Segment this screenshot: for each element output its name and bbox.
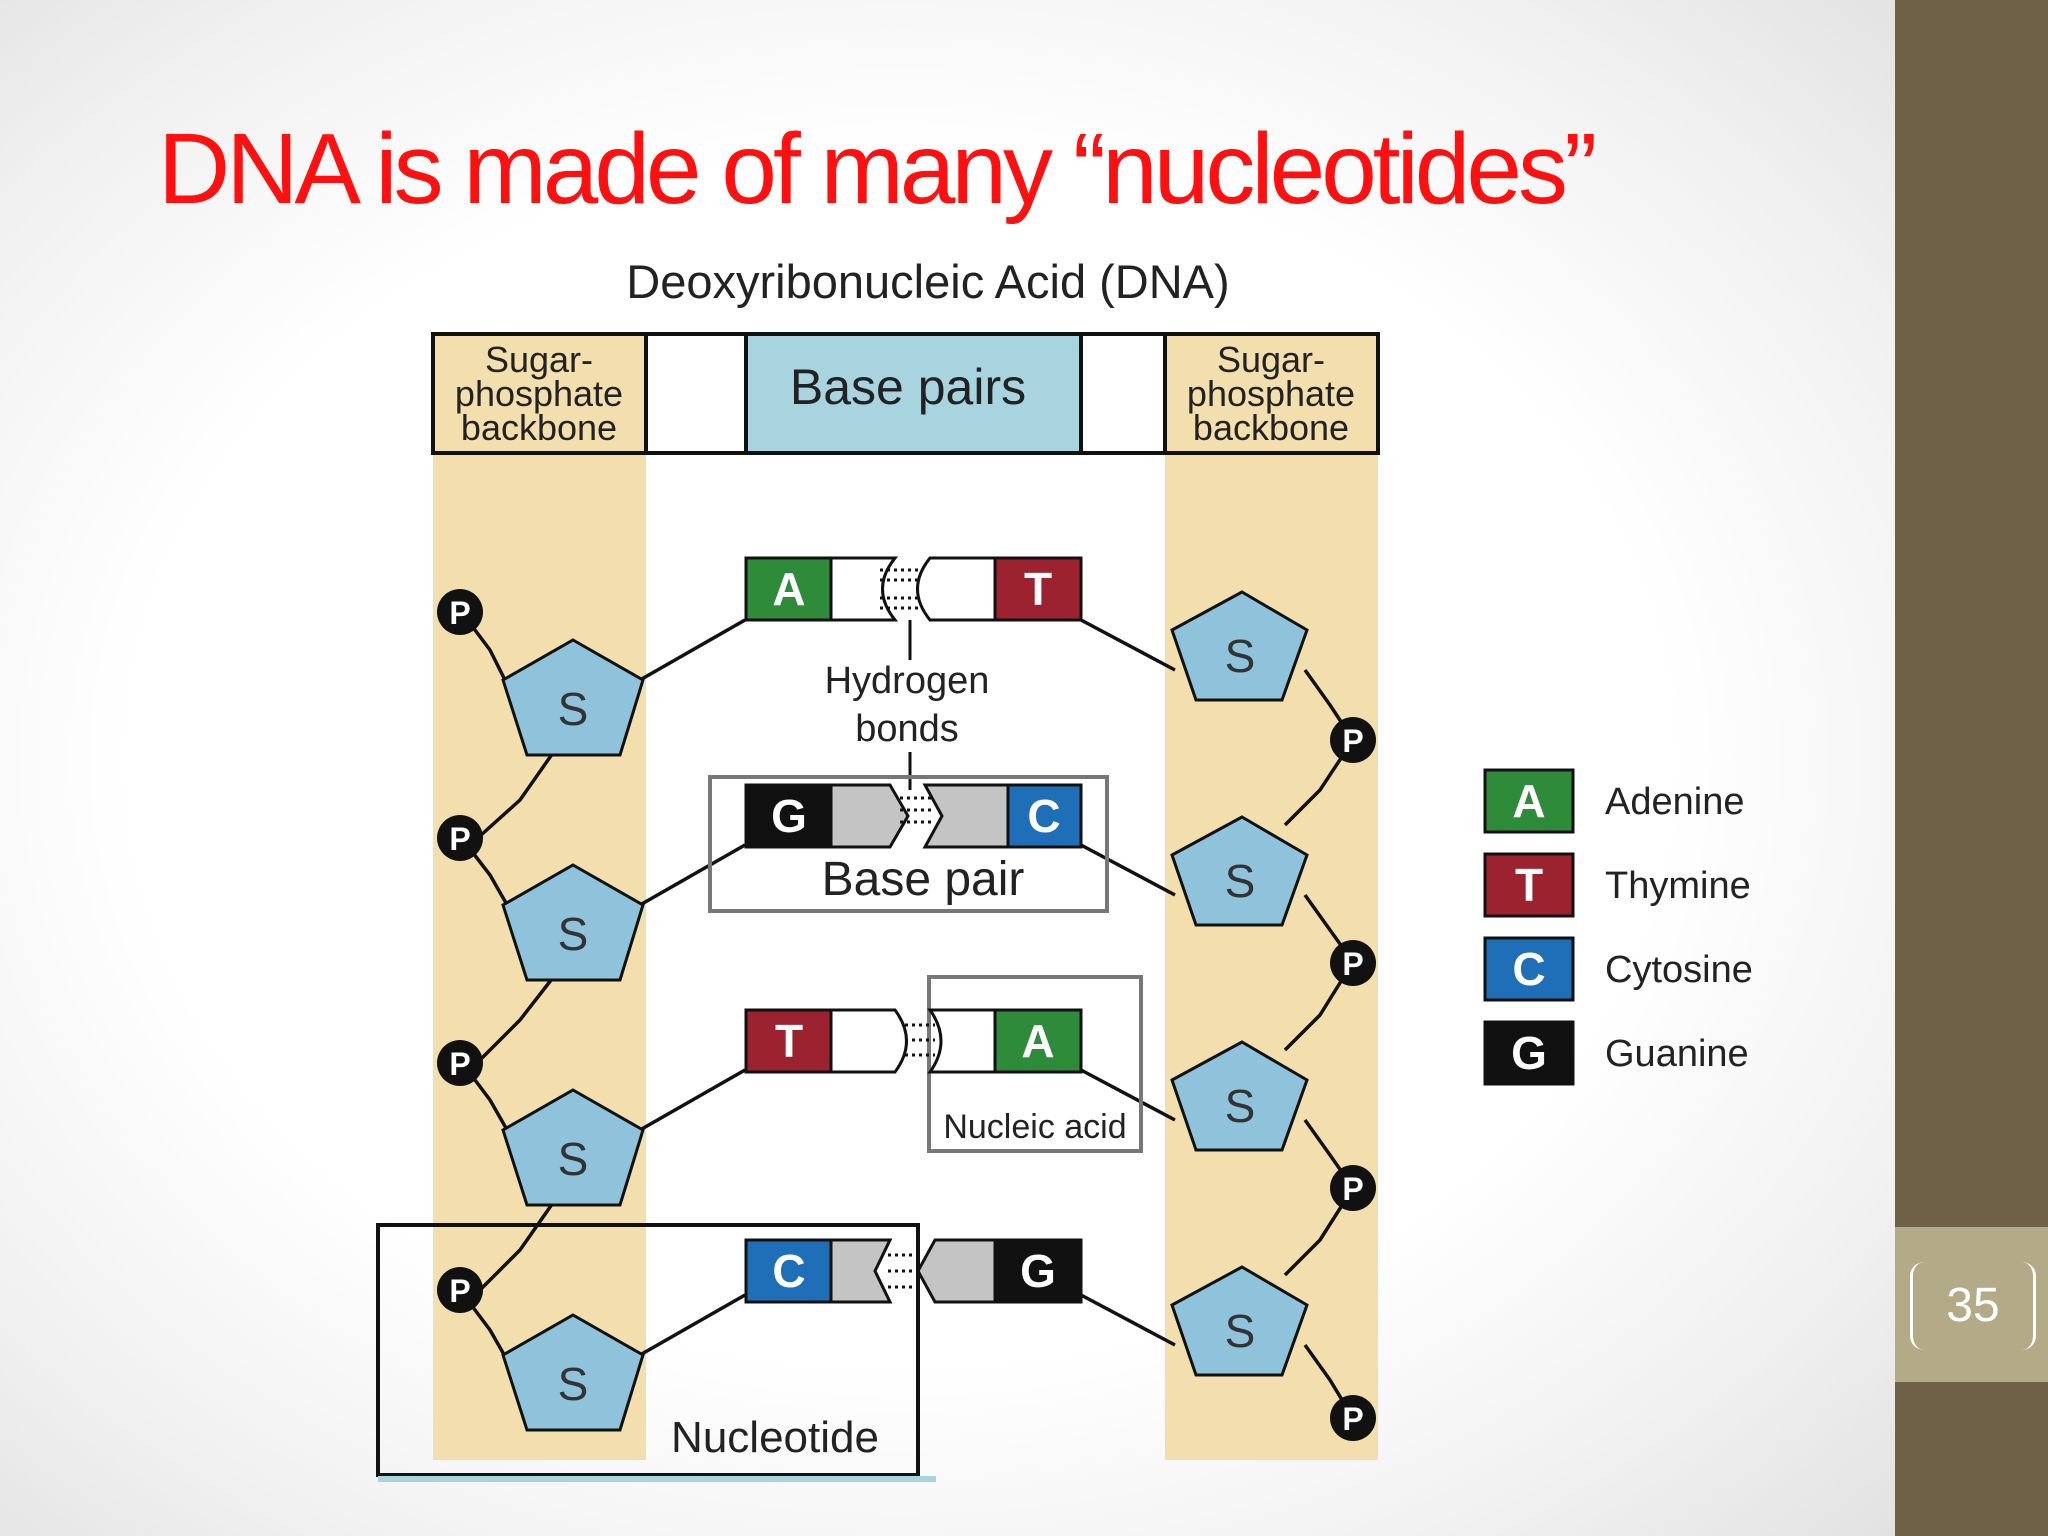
phosphate-right-1 [1330, 717, 1376, 763]
sugar-label: S [1225, 630, 1256, 682]
phosphate-label: P [449, 821, 470, 857]
legend-name: Thymine [1605, 865, 1751, 907]
phosphate-label: P [449, 1273, 470, 1309]
base-letter: G [771, 790, 807, 842]
sugar-left-2 [501, 863, 645, 982]
base-pair-callout-label: Base pair [822, 853, 1025, 906]
legend: A T C G Adenine Thymine Cytosine Guanine [1483, 768, 1753, 1086]
legend-letter: T [1515, 859, 1543, 911]
base-letter: G [1020, 1245, 1056, 1297]
base-row-3 [744, 1008, 1083, 1074]
base-letter: T [775, 1015, 803, 1067]
base-letter: C [772, 1245, 805, 1297]
base-pair-callout-box [708, 775, 1109, 913]
nucleic-acid-callout-label: Nucleic acid [943, 1108, 1126, 1146]
legend-swatch-adenine [1483, 768, 1575, 834]
base-letter: A [772, 563, 805, 615]
phosphate-right-4 [1330, 1395, 1376, 1441]
header-gap-right [1079, 332, 1167, 455]
phosphate-right-2 [1330, 940, 1376, 986]
header-right-line-1: Sugar- [1217, 339, 1325, 380]
sugar-label: S [558, 1133, 589, 1185]
header-right-line-3: backbone [1193, 407, 1349, 448]
base-letter: C [1027, 790, 1060, 842]
nucleic-acid-callout-box [927, 975, 1143, 1153]
base-letter: T [1024, 563, 1052, 615]
header-left-line-1: Sugar- [485, 339, 593, 380]
phosphate-left-2 [437, 815, 483, 861]
legend-name: Adenine [1605, 781, 1744, 823]
sugar-left-1 [501, 638, 645, 757]
slide-title: DNA is made of many “nucleotides” [158, 113, 1597, 225]
phosphate-left-4 [437, 1267, 483, 1313]
sugar-label: S [1225, 1080, 1256, 1132]
header-right-line-2: phosphate [1187, 373, 1355, 414]
header-gap-left [644, 332, 748, 455]
base-letter: A [1021, 1015, 1054, 1067]
hydrogen-bonds-line-1: Hydrogen [825, 660, 990, 702]
header-left-box [431, 332, 648, 455]
sugar-label: S [1225, 855, 1256, 907]
dna-diagram: Deoxyribonucleic Acid (DNA) Sugar- phosp… [376, 255, 1753, 1482]
phosphates [437, 589, 1376, 1441]
phosphate-right-3 [1330, 1165, 1376, 1211]
header-left-line-3: backbone [461, 407, 617, 448]
legend-letter: G [1511, 1027, 1547, 1079]
sugar-label: S [558, 1358, 589, 1410]
phosphate-label: P [449, 1046, 470, 1082]
header-right-box [1163, 332, 1380, 455]
sugar-right-1 [1170, 590, 1309, 702]
phosphate-label: P [449, 595, 470, 631]
legend-letter: C [1512, 943, 1545, 995]
legend-letter: A [1512, 775, 1545, 827]
phosphate-left-3 [437, 1040, 483, 1086]
legend-swatch-thymine [1483, 852, 1575, 918]
sugars [501, 590, 1309, 1432]
base-row-2 [744, 783, 1083, 849]
base-row-1 [744, 556, 1083, 660]
page-number: 35 [1910, 1262, 2036, 1350]
base-row-4 [744, 1238, 1083, 1304]
page-number-tab [1895, 1227, 2048, 1382]
phosphate-left-1 [437, 589, 483, 635]
phosphate-label: P [1342, 946, 1363, 982]
sugar-left-3 [501, 1088, 645, 1207]
legend-name: Cytosine [1605, 949, 1753, 991]
nucleotide-callout-box [376, 1223, 920, 1477]
hydrogen-bonds-line-2: bonds [855, 708, 959, 750]
legend-swatch-cytosine [1483, 936, 1575, 1002]
diagram-title: Deoxyribonucleic Acid (DNA) [626, 255, 1229, 308]
sugar-label: S [558, 908, 589, 960]
phosphate-label: P [1342, 723, 1363, 759]
sugar-right-3 [1170, 1040, 1309, 1152]
header-center-label: Base pairs [790, 359, 1026, 415]
nucleotide-callout-label: Nucleotide [671, 1413, 879, 1462]
sugar-label: S [1225, 1305, 1256, 1357]
legend-name: Guanine [1605, 1033, 1749, 1075]
phosphate-label: P [1342, 1171, 1363, 1207]
legend-swatch-guanine [1483, 1020, 1575, 1086]
sugar-right-4 [1170, 1265, 1309, 1377]
sugar-right-2 [1170, 815, 1309, 927]
sugar-label: S [558, 683, 589, 735]
header-left-line-2: phosphate [455, 373, 623, 414]
sugar-left-4 [501, 1313, 645, 1432]
phosphate-label: P [1342, 1401, 1363, 1437]
